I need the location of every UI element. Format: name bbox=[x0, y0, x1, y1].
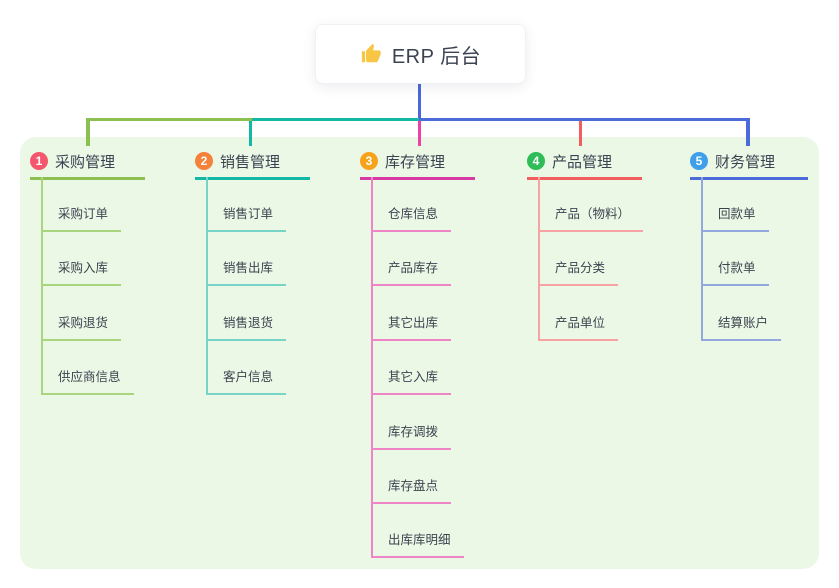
branch-number-badge: 2 bbox=[195, 152, 213, 170]
child-node-结算账户[interactable]: 结算账户 bbox=[701, 312, 782, 341]
branch-title-label: 财务管理 bbox=[715, 153, 776, 171]
child-node-库存调拨[interactable]: 库存调拨 bbox=[371, 421, 452, 450]
child-node-供应商信息[interactable]: 供应商信息 bbox=[41, 366, 134, 396]
bus-segment-green bbox=[86, 117, 252, 121]
root-node[interactable]: ERP 后台 bbox=[315, 24, 526, 84]
child-node-付款单[interactable]: 付款单 bbox=[701, 257, 769, 287]
child-node-销售退货[interactable]: 销售退货 bbox=[206, 312, 287, 341]
branch-title-label: 销售管理 bbox=[220, 153, 281, 171]
branch-drop-line-3 bbox=[417, 121, 421, 146]
branches-panel bbox=[20, 137, 819, 569]
bus-segment-teal bbox=[252, 117, 419, 121]
branch-number-badge: 4 bbox=[527, 152, 545, 170]
child-node-仓库信息[interactable]: 仓库信息 bbox=[371, 203, 452, 232]
branch-财务管理: 5 财务管理回款单付款单结算账户 bbox=[690, 148, 808, 341]
branch-title-node[interactable]: 2 销售管理 bbox=[195, 148, 310, 180]
branch-title-node[interactable]: 1 采购管理 bbox=[30, 148, 145, 180]
branch-drop-line-4 bbox=[578, 121, 582, 146]
child-node-其它入库[interactable]: 其它入库 bbox=[371, 366, 452, 396]
child-node-产品分类[interactable]: 产品分类 bbox=[538, 257, 619, 287]
child-node-客户信息[interactable]: 客户信息 bbox=[206, 366, 287, 396]
branch-title-node[interactable]: 3 库存管理 bbox=[360, 148, 475, 180]
thumbs-up-icon bbox=[360, 43, 382, 65]
branch-number-badge: 5 bbox=[690, 152, 708, 170]
branch-title-node[interactable]: 5 财务管理 bbox=[690, 148, 808, 180]
branch-number-badge: 3 bbox=[360, 152, 378, 170]
branch-title-label: 采购管理 bbox=[55, 153, 116, 171]
child-node-销售订单[interactable]: 销售订单 bbox=[206, 203, 287, 232]
branch-title-label: 库存管理 bbox=[385, 153, 446, 171]
branch-title-node[interactable]: 4 产品管理 bbox=[527, 148, 642, 180]
branch-drop-line-5 bbox=[746, 121, 750, 146]
branch-title-label: 产品管理 bbox=[552, 153, 613, 171]
branch-销售管理: 2 销售管理销售订单销售出库销售退货客户信息 bbox=[195, 148, 310, 396]
branch-产品管理: 4 产品管理产品（物料） 产品分类产品单位 bbox=[527, 148, 644, 341]
branch-库存管理: 3 库存管理仓库信息产品库存其它出库其它入库库存调拨库存盘点出库库明细 bbox=[360, 148, 475, 559]
root-connector-line bbox=[417, 82, 421, 121]
child-node-其它出库[interactable]: 其它出库 bbox=[371, 312, 452, 341]
child-node-回款单[interactable]: 回款单 bbox=[701, 203, 769, 232]
child-node-销售出库[interactable]: 销售出库 bbox=[206, 257, 287, 287]
child-node-采购退货[interactable]: 采购退货 bbox=[41, 312, 122, 341]
branch-drop-line-1 bbox=[86, 121, 90, 146]
branch-drop-line-2 bbox=[248, 121, 252, 146]
child-node-采购订单[interactable]: 采购订单 bbox=[41, 203, 122, 232]
child-node-库存盘点[interactable]: 库存盘点 bbox=[371, 475, 452, 504]
branch-children-line bbox=[701, 177, 703, 339]
root-title: ERP 后台 bbox=[391, 45, 482, 68]
child-node-产品库存[interactable]: 产品库存 bbox=[371, 257, 452, 287]
bus-segment-blue bbox=[419, 117, 750, 121]
child-node-采购入库[interactable]: 采购入库 bbox=[41, 257, 122, 287]
child-node-产品单位[interactable]: 产品单位 bbox=[538, 312, 619, 341]
child-node-产品（物料）[interactable]: 产品（物料） bbox=[538, 203, 644, 232]
branch-children-line bbox=[371, 177, 373, 557]
child-node-出库库明细[interactable]: 出库库明细 bbox=[371, 529, 464, 559]
branch-number-badge: 1 bbox=[30, 152, 48, 170]
branch-采购管理: 1 采购管理采购订单采购入库采购退货供应商信息 bbox=[30, 148, 145, 396]
branch-children-line bbox=[538, 177, 540, 339]
